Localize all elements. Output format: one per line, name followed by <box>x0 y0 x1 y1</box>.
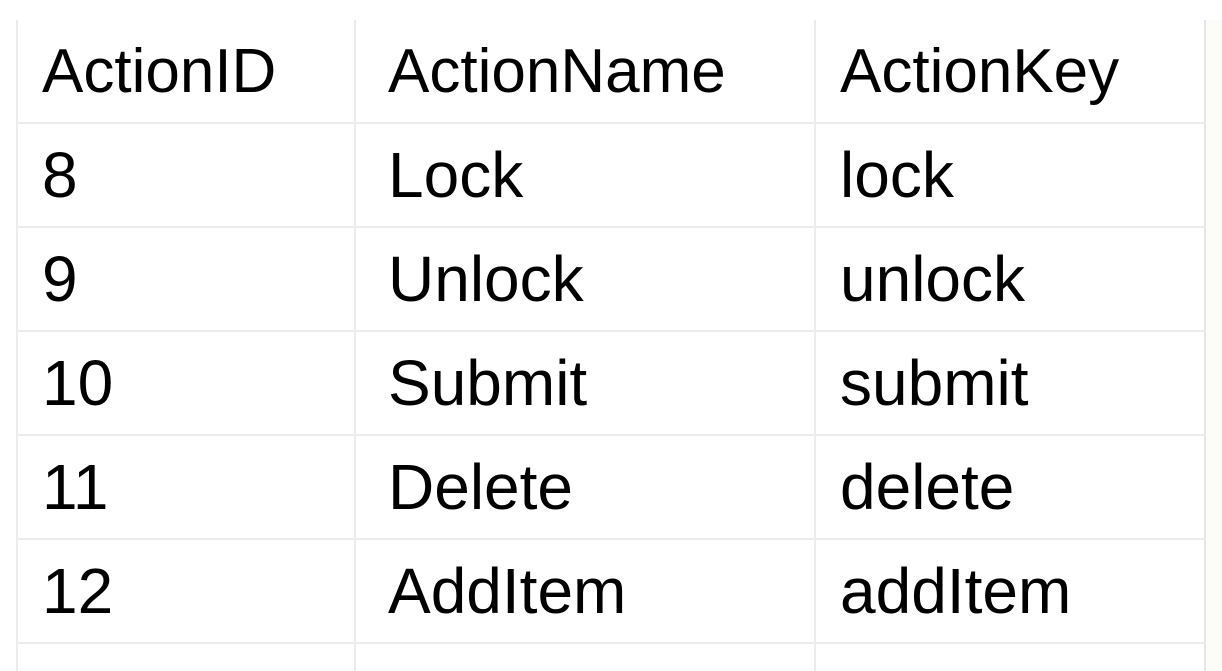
cell-actionname[interactable]: Submit <box>356 332 816 434</box>
cell-actionname[interactable]: Unlock <box>356 228 816 330</box>
cell-actionid[interactable]: 12 <box>18 540 356 642</box>
cell-actionid[interactable]: 10 <box>18 332 356 434</box>
results-grid: ActionID ActionName ActionKey 8 Lock loc… <box>16 20 1206 671</box>
column-header-actionkey[interactable]: ActionKey <box>840 36 1120 106</box>
table-row[interactable]: 9 Unlock unlock <box>18 228 1206 332</box>
cell-actionkey[interactable]: lock <box>840 139 954 211</box>
empty-row <box>18 644 1206 671</box>
column-header-actionname[interactable]: ActionName <box>356 20 816 122</box>
cell-actionkey[interactable]: submit <box>840 347 1029 419</box>
cell-actionname[interactable]: Lock <box>356 124 816 226</box>
empty-cell <box>816 644 1206 671</box>
empty-cell <box>18 644 356 671</box>
cell-actionname[interactable]: Delete <box>356 436 816 538</box>
cell-actionid[interactable]: 9 <box>18 228 356 330</box>
grid-right-edge <box>1206 20 1222 671</box>
cell-actionkey[interactable]: addItem <box>840 555 1072 627</box>
table-row[interactable]: 11 Delete delete <box>18 436 1206 540</box>
table-row[interactable]: 8 Lock lock <box>18 124 1206 228</box>
empty-cell <box>356 644 816 671</box>
cell-actionkey[interactable]: unlock <box>840 243 1025 315</box>
cell-actionid[interactable]: 11 <box>18 436 356 538</box>
cell-actionname[interactable]: AddItem <box>356 540 816 642</box>
table-row[interactable]: 10 Submit submit <box>18 332 1206 436</box>
header-row: ActionID ActionName ActionKey <box>18 20 1206 124</box>
cell-actionkey[interactable]: delete <box>840 451 1015 523</box>
table-row[interactable]: 12 AddItem addItem <box>18 540 1206 644</box>
cell-actionid[interactable]: 8 <box>18 124 356 226</box>
column-header-actionid[interactable]: ActionID <box>18 20 356 122</box>
